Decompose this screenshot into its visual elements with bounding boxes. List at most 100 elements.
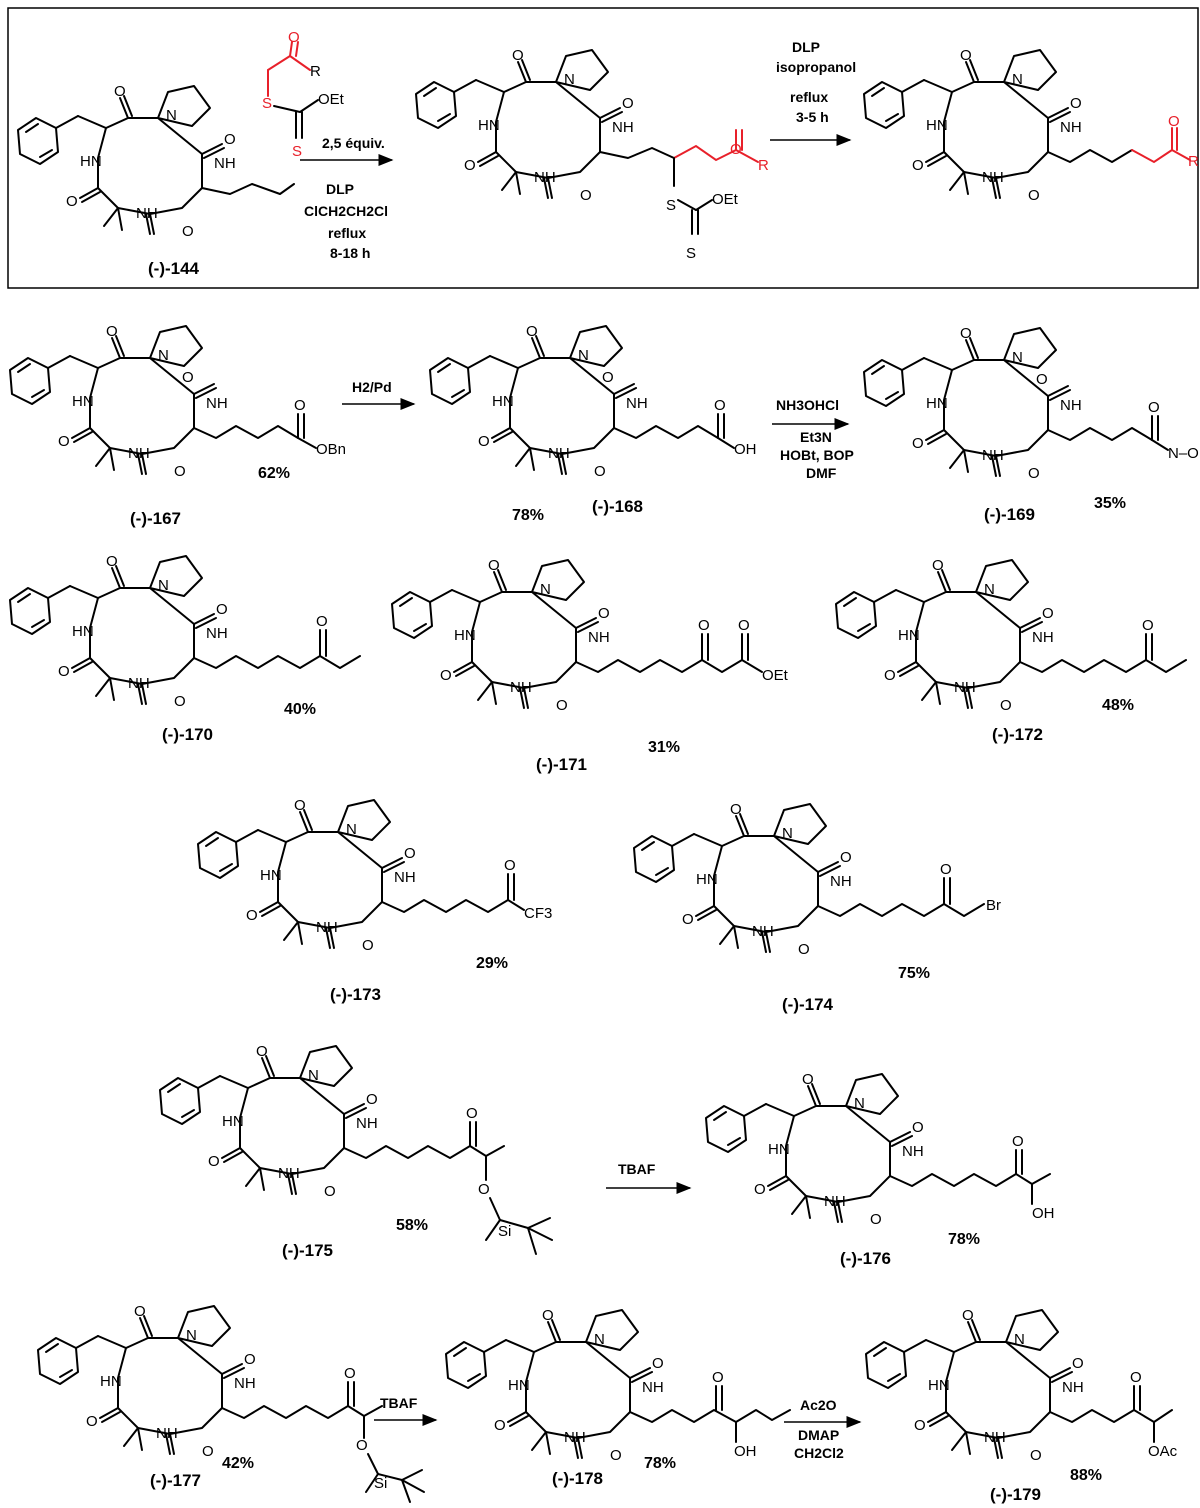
svg-text:TBAF: TBAF [380, 1395, 418, 1411]
svg-text:O: O [324, 1183, 336, 1200]
yield-176: 78% [948, 1231, 980, 1248]
svg-text:N: N [854, 1095, 865, 1112]
svg-text:O: O [182, 223, 194, 240]
svg-text:O: O [698, 617, 710, 634]
svg-text:O: O [512, 47, 524, 64]
label-175: (-)-175 [282, 1241, 333, 1260]
svg-text:N: N [564, 71, 575, 88]
svg-text:O: O [244, 1351, 256, 1368]
yield-171: 31% [648, 739, 680, 756]
svg-text:O: O [488, 557, 500, 574]
label-174: (-)-174 [782, 995, 834, 1014]
svg-text:8-18 h: 8-18 h [330, 245, 370, 261]
svg-text:O: O [932, 557, 944, 574]
svg-text:O: O [1148, 399, 1160, 416]
svg-text:NH: NH [128, 445, 150, 462]
svg-text:O: O [712, 1369, 724, 1386]
svg-text:HN: HN [100, 1373, 122, 1390]
svg-text:R: R [758, 157, 769, 174]
svg-text:N: N [308, 1067, 319, 1084]
svg-text:O: O [288, 29, 300, 46]
svg-text:R: R [310, 63, 321, 80]
svg-text:OH: OH [1032, 1205, 1055, 1222]
svg-text:NH: NH [612, 119, 634, 136]
svg-text:O: O [404, 845, 416, 862]
svg-text:O: O [224, 131, 236, 148]
compound-175: N HN NH O O O O NH O O Si [159, 1043, 553, 1255]
svg-text:CF3: CF3 [524, 905, 552, 922]
svg-text:O: O [1072, 1355, 1084, 1372]
svg-text:N: N [158, 577, 169, 594]
o-tbs-175: O [478, 1181, 490, 1198]
svg-text:HN: HN [492, 393, 514, 410]
svg-text:NH: NH [278, 1165, 300, 1182]
yield-177: 42% [222, 1455, 254, 1472]
label-177: (-)-177 [150, 1471, 201, 1490]
svg-text:OH: OH [734, 1443, 757, 1460]
svg-text:S: S [262, 95, 272, 112]
svg-text:N: N [984, 581, 995, 598]
svg-text:HN: HN [454, 627, 476, 644]
svg-text:O: O [1168, 113, 1180, 130]
label-144: (-)-144 [148, 259, 200, 278]
svg-text:NH: NH [982, 447, 1004, 464]
svg-text:DLP: DLP [792, 39, 820, 55]
svg-text:NH: NH [206, 625, 228, 642]
svg-text:O: O [66, 193, 78, 210]
svg-text:NH: NH [394, 869, 416, 886]
svg-text:H2/Pd: H2/Pd [352, 379, 392, 395]
svg-text:NH: NH [752, 923, 774, 940]
svg-text:O: O [802, 1071, 814, 1088]
svg-text:reflux: reflux [790, 89, 828, 105]
svg-text:NH: NH [1060, 397, 1082, 414]
label-169: (-)-169 [984, 505, 1035, 524]
svg-text:NH: NH [206, 395, 228, 412]
svg-text:HN: HN [508, 1377, 530, 1394]
label-170: (-)-170 [162, 725, 213, 744]
svg-text:NH: NH [902, 1143, 924, 1160]
svg-text:N: N [594, 1331, 605, 1348]
label-178: (-)-178 [552, 1469, 603, 1488]
svg-text:O: O [134, 1303, 146, 1320]
svg-text:O: O [174, 693, 186, 710]
svg-text:O: O [106, 553, 118, 570]
svg-text:N: N [1014, 1331, 1025, 1348]
svg-text:O: O [602, 369, 614, 386]
svg-text:NH: NH [1062, 1379, 1084, 1396]
svg-text:O: O [294, 397, 306, 414]
svg-text:O: O [730, 801, 742, 818]
svg-text:O: O [594, 463, 606, 480]
svg-text:O: O [556, 697, 568, 714]
svg-text:NH: NH [982, 169, 1004, 186]
svg-text:NH: NH [830, 873, 852, 890]
svg-text:HN: HN [928, 1377, 950, 1394]
svg-text:N: N [158, 347, 169, 364]
yield-179: 88% [1070, 1467, 1102, 1484]
yield-173: 29% [476, 955, 508, 972]
yield-167: 62% [258, 465, 290, 482]
svg-text:O: O [344, 1365, 356, 1382]
svg-text:O: O [1036, 371, 1048, 388]
label-176: (-)-176 [840, 1249, 891, 1268]
yield-169: 35% [1094, 495, 1126, 512]
svg-text:O: O [914, 1417, 926, 1434]
svg-text:NH: NH [510, 679, 532, 696]
svg-text:NH: NH [626, 395, 648, 412]
yield-170: 40% [284, 701, 316, 718]
compound-171: N HN NH O O O O NH O O OEt [391, 557, 789, 714]
svg-text:HN: HN [72, 623, 94, 640]
svg-text:NH: NH [214, 155, 236, 172]
svg-text:O: O [1000, 697, 1012, 714]
svg-text:NH: NH [128, 675, 150, 692]
svg-text:O: O [738, 617, 750, 634]
svg-text:isopropanol: isopropanol [776, 59, 856, 75]
compound-178: N HN NH O O O O NH O OH [445, 1307, 791, 1464]
intermediate: N HN NH O O O O NH [415, 47, 759, 235]
svg-text:Br: Br [986, 897, 1001, 914]
svg-text:OBn: OBn [316, 441, 346, 458]
svg-text:O: O [1070, 95, 1082, 112]
svg-text:O: O [504, 857, 516, 874]
svg-text:NH: NH [588, 629, 610, 646]
svg-text:O: O [1012, 1133, 1024, 1150]
